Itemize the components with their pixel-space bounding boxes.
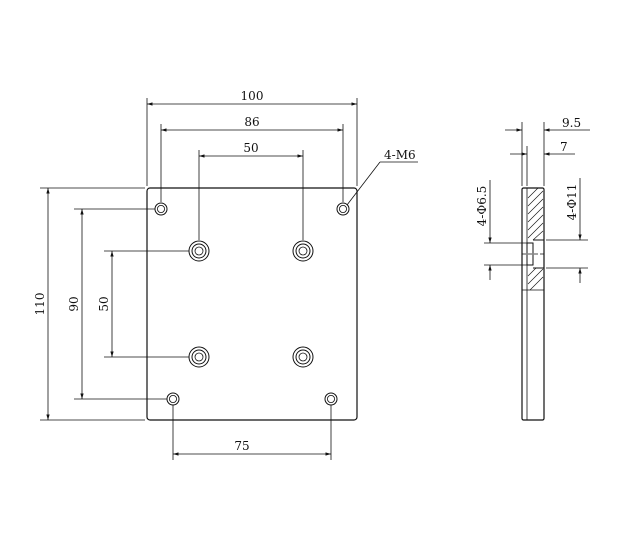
- dim-label-50-vertical: 50: [97, 296, 111, 311]
- m6-hole-bottom-left: [166, 392, 180, 406]
- dimension-total-thickness: 9.5: [505, 116, 590, 186]
- dimension-overall-width: 100: [146, 89, 358, 186]
- dimension-bottom-hole-spacing: 75: [172, 405, 332, 460]
- counterbore-section: [522, 239, 544, 269]
- side-view: 9.5 7 4-Φ6.5 4-Φ11: [475, 116, 590, 421]
- counterbore-hole-top-left: [188, 240, 210, 262]
- dimension-counterbore: 4-Φ11: [546, 178, 588, 283]
- dimension-outer-hole-spacing: 86: [160, 115, 344, 202]
- dim-label-7: 7: [560, 140, 568, 154]
- dim-label-50-horizontal: 50: [243, 141, 258, 155]
- hole-callout-label: 4-M6: [384, 148, 416, 162]
- counterbore-hole-top-right: [292, 240, 314, 262]
- mounting-plate-outline: [146, 187, 358, 421]
- section-hatch-lower: [527, 267, 544, 291]
- dim-label-9-5: 9.5: [562, 116, 581, 130]
- m6-hole-top-right: [336, 202, 350, 216]
- dim-label-75: 75: [234, 439, 249, 453]
- dim-label-86: 86: [244, 115, 259, 129]
- counterbore-hole-bottom-right: [292, 346, 314, 368]
- dim-label-4-phi-6-5: 4-Φ6.5: [475, 186, 489, 227]
- dim-label-110: 110: [33, 293, 47, 316]
- dimension-outer-vertical-spacing: 90: [67, 208, 167, 400]
- dimension-inner-hole-spacing: 50: [198, 141, 304, 240]
- dim-label-90: 90: [67, 296, 81, 311]
- front-view: 100 86 50 4-M6 110: [33, 89, 418, 460]
- m6-hole-top-left: [154, 202, 168, 216]
- section-hatch-upper: [527, 187, 544, 241]
- m6-hole-bottom-right: [324, 392, 338, 406]
- dim-label-100: 100: [241, 89, 264, 103]
- side-plate-outline: [521, 187, 545, 421]
- dimension-plate-thickness: 7: [510, 140, 575, 186]
- dimension-through-hole: 4-Φ6.5: [475, 180, 527, 280]
- counterbore-hole-bottom-left: [188, 346, 210, 368]
- dim-label-4-phi-11: 4-Φ11: [565, 184, 579, 221]
- dimension-overall-height: 110: [33, 187, 145, 421]
- dimension-inner-vertical-spacing: 50: [97, 250, 189, 358]
- hole-callout-leader: 4-M6: [346, 148, 418, 206]
